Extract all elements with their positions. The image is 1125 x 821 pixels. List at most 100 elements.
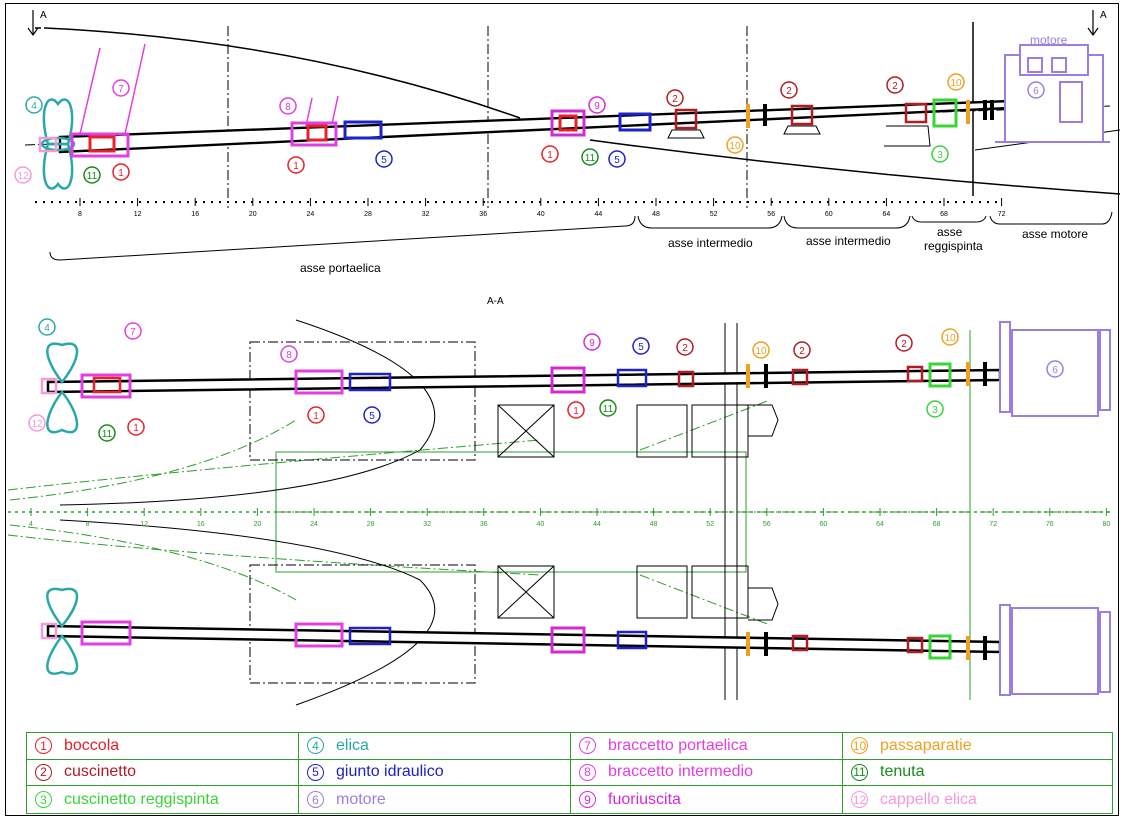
mid-scale-tick-label: 20 (254, 521, 262, 528)
lower-propeller (46, 587, 79, 675)
svg-text:1: 1 (313, 411, 319, 422)
label-asse-motore: asse motore (1022, 227, 1088, 241)
bearing-3 (884, 102, 931, 147)
coupling-1 (343, 120, 383, 140)
mid-scale-tick-label: 80 (1103, 521, 1111, 528)
svg-text:1: 1 (133, 423, 139, 434)
svg-text:11: 11 (102, 429, 113, 440)
svg-text:3: 3 (932, 405, 938, 416)
svg-text:12: 12 (17, 171, 29, 182)
callout-3-plan: 3 (926, 400, 944, 418)
top-scale-tick-label: 40 (537, 211, 545, 218)
legend-text: motore (336, 790, 386, 808)
svg-text:5: 5 (638, 342, 644, 353)
svg-text:5: 5 (381, 155, 387, 166)
callout-7-top: 7 (112, 79, 130, 97)
section-arrow-left (27, 10, 39, 37)
svg-text:10: 10 (729, 141, 741, 152)
callout-2-top-a: 2 (666, 89, 684, 107)
callout-12-plan: 12 (28, 414, 46, 432)
top-scale-tick-label: 64 (883, 211, 891, 218)
mid-scale-tick-label: 72 (989, 521, 997, 528)
legend-num: 3 (35, 791, 52, 809)
legend-text: cuscinetto reggispinta (64, 790, 219, 808)
legend-num: 8 (579, 763, 596, 781)
legend-text: braccetto portaelica (608, 736, 748, 754)
shaft-tube-top (58, 99, 1012, 154)
legend-num: 2 (35, 763, 52, 781)
elevation-view: A A (24, 10, 1121, 307)
callout-1-plan-b: 1 (307, 406, 325, 424)
callout-9-plan: 9 (583, 333, 601, 351)
callout-5-plan-a: 5 (363, 406, 381, 424)
top-scale-tick-label: 44 (595, 211, 603, 218)
legend-item-motore: 6 motore (299, 786, 571, 813)
svg-text:3: 3 (937, 150, 943, 161)
svg-text:2: 2 (786, 86, 792, 97)
legend-text: fuoriuscita (608, 790, 681, 808)
label-asse-portaelica: asse portaelica (300, 261, 381, 275)
legend-text: cappello elica (880, 790, 977, 808)
upper-propeller (46, 342, 79, 434)
callout-10-plan-b: 10 (941, 328, 959, 346)
brace-intermedio-2 (783, 215, 911, 229)
svg-text:10: 10 (755, 346, 767, 357)
shaft-exit (550, 109, 586, 137)
svg-text:9: 9 (594, 101, 600, 112)
hull-keel-line (44, 27, 521, 119)
callout-10-top-a: 10 (726, 136, 744, 154)
brace-reggispinta (911, 215, 987, 223)
drawing-frame (5, 3, 1119, 816)
callout-7-plan: 7 (124, 322, 142, 340)
callout-1-plan-c: 1 (567, 401, 585, 419)
top-scale-tick-label: 48 (652, 211, 660, 218)
svg-text:1: 1 (118, 168, 124, 179)
legend-num: 10 (851, 737, 868, 755)
legend-text: tenuta (880, 763, 925, 781)
svg-text:12: 12 (31, 419, 43, 430)
svg-text:2: 2 (672, 94, 678, 105)
svg-text:10: 10 (944, 333, 956, 344)
svg-text:1: 1 (547, 150, 553, 161)
callout-1-top-b: 1 (287, 156, 305, 174)
coupling-2 (618, 112, 652, 132)
legend-num: 1 (35, 737, 52, 755)
callout-2-plan-b: 2 (793, 341, 811, 359)
motor-plan-lower (999, 604, 1111, 696)
section-mark-left: A (40, 10, 47, 21)
callout-2-plan-a: 2 (676, 338, 694, 356)
callout-10-plan-a: 10 (752, 341, 770, 359)
motor-plan-upper (999, 321, 1111, 417)
svg-text:8: 8 (286, 350, 292, 361)
svg-text:2: 2 (892, 81, 898, 92)
upper-shaft-plan (40, 342, 1002, 434)
callout-6-top: 6 (1027, 81, 1045, 99)
svg-text:6: 6 (1033, 86, 1039, 97)
svg-text:11: 11 (603, 404, 614, 415)
callout-9-top: 9 (588, 96, 606, 114)
mid-scale-tick-label: 12 (140, 521, 148, 528)
lower-shaft-plan (40, 587, 1002, 675)
propeller-cap (38, 136, 58, 153)
hull-keel-line-2 (589, 139, 1121, 195)
section-title: A-A (487, 296, 504, 307)
callout-11-plan-b: 11 (599, 399, 617, 417)
exit-bushing (558, 114, 578, 132)
legend-num: 6 (307, 791, 324, 809)
svg-text:2: 2 (682, 343, 688, 354)
mid-scale-tick-label: 76 (1046, 521, 1054, 528)
legend-text: elica (336, 736, 369, 754)
top-scale-tick-label: 52 (710, 211, 718, 218)
legend-num: 4 (307, 737, 324, 755)
callout-11-top: 11 (83, 166, 101, 184)
bearing-1 (667, 108, 705, 139)
callout-1-top-a: 1 (112, 163, 130, 181)
mid-scale-tick-label: 60 (820, 521, 828, 528)
